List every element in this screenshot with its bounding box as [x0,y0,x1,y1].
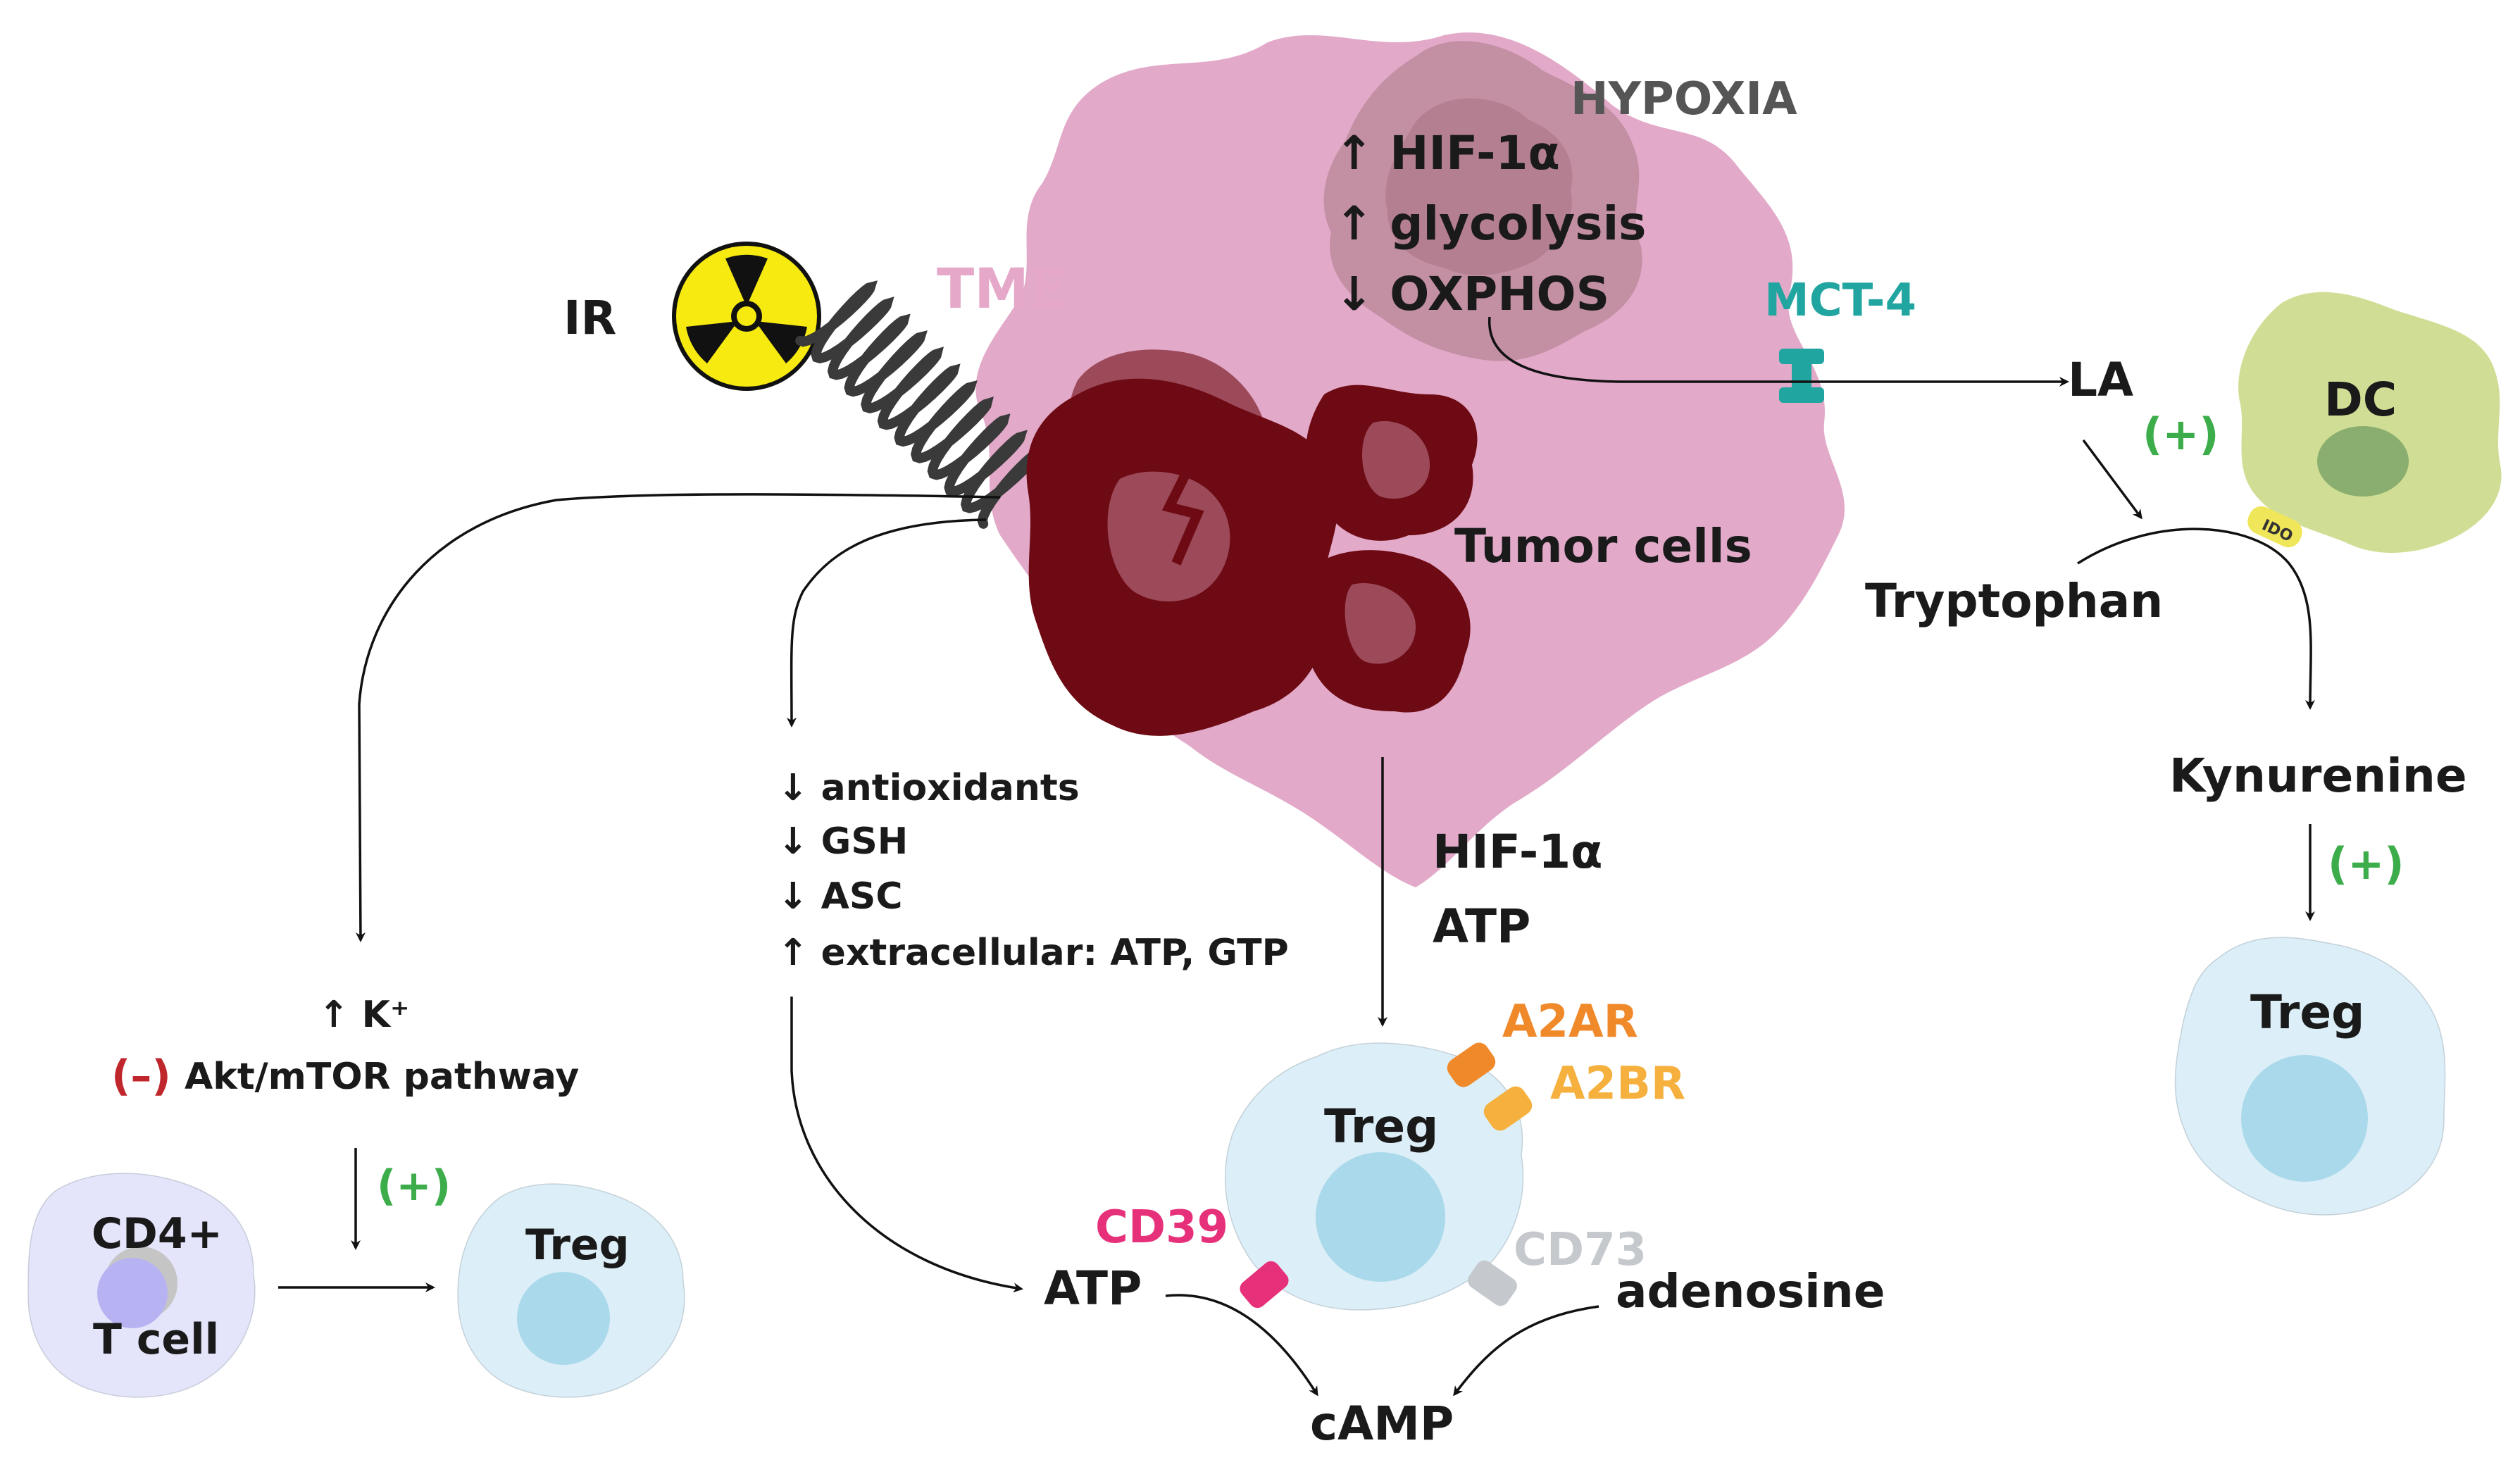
adenosine-label: adenosine [1616,1264,1885,1318]
arrow-adenosine-to-camp [1453,1305,1599,1397]
treg-cell-right [2174,937,2446,1216]
cd39-enzyme [1240,1261,1289,1309]
radiation-trefoil-icon [672,242,821,391]
hypoxia-label: HYPOXIA [1571,73,1797,125]
tumor-cell-large-nucleus [1107,471,1230,601]
atp-bottom-label: ATP [1044,1261,1142,1316]
arrow-oxphos-to-la [1488,316,2069,387]
oxphos-down-label: ↓ OXPHOS [1335,267,1609,321]
antioxidants-label: ↓ antioxidants [778,767,1080,809]
mct4-transporter [1779,349,1824,403]
arrow-la-to-tryptophan [2082,439,2142,520]
arrow-atp-to-camp [1165,1294,1318,1397]
hypoxia-cell-outline [1385,98,1573,275]
cd73-label: CD73 [1514,1224,1647,1276]
cd4-label: CD4+ [92,1209,223,1259]
plus-la-label: (+) [2142,408,2219,460]
t-cell-label: T cell [93,1315,219,1364]
hif-center-label: HIF-1α [1433,825,1603,879]
cd73-enzyme [1468,1260,1517,1306]
ido-enzyme-icon [2247,506,2302,548]
cd4-t-cell [27,1173,256,1398]
treg-left-label: Treg [525,1221,630,1270]
atp-center-label: ATP [1433,899,1530,954]
camp-label: cAMP [1310,1397,1454,1451]
a2ar-receptor [1447,1042,1496,1087]
dendritic-cell [2238,292,2502,553]
tumor-cells-label: Tumor cells [1454,519,1752,573]
extracellular-label: ↑ extracellular: ATP, GTP [778,932,1289,974]
kynurenine-label: Kynurenine [2169,749,2467,803]
dna-break-icon [1161,462,1204,566]
a2br-label: A2BR [1550,1058,1685,1110]
mct4-label: MCT-4 [1764,275,1916,327]
tryptophan-label: Tryptophan [1865,574,2163,628]
arrow-tryptophan-to-kynurenine [2077,528,2316,710]
a2br-receptor [1483,1086,1533,1131]
treg-cell-left [457,1183,685,1398]
tumor-cells [1026,349,1478,736]
ir-beam-coil-icon [795,280,1044,529]
treg-right-label: Treg [2250,985,2364,1040]
la-label: LA [2068,353,2133,407]
gsh-label: ↓ GSH [778,820,908,863]
plus-kyn-label: (+) [2328,838,2404,889]
tme-label: TME [937,258,1066,321]
tumor-cell-small-bottom-nucleus [1345,583,1416,664]
cd39-label: CD39 [1095,1201,1228,1254]
treg-cell-center [1224,1042,1524,1311]
hif-up-label: ↑ HIF-1α [1335,126,1560,180]
ir-label: IR [563,291,616,345]
k-plus-label: ↑ K⁺ [318,994,409,1036]
minus-label: (–) [111,1051,171,1101]
arrow-ir-to-antioxidants [786,518,987,728]
asc-label: ↓ ASC [778,875,903,918]
tumor-cell-small-top-nucleus [1361,421,1430,499]
akt-label: Akt/mTOR pathway [185,1056,579,1098]
arrow-ir-to-k [355,493,1001,942]
a2ar-label: A2AR [1502,996,1638,1048]
plus-left-label: (+) [377,1161,451,1211]
glycolysis-up-label: ↑ glycolysis [1335,196,1646,251]
arrow-extracellular-to-atp [790,997,1023,1293]
dc-label: DC [2324,373,2397,427]
treg-center-label: Treg [1324,1099,1438,1154]
